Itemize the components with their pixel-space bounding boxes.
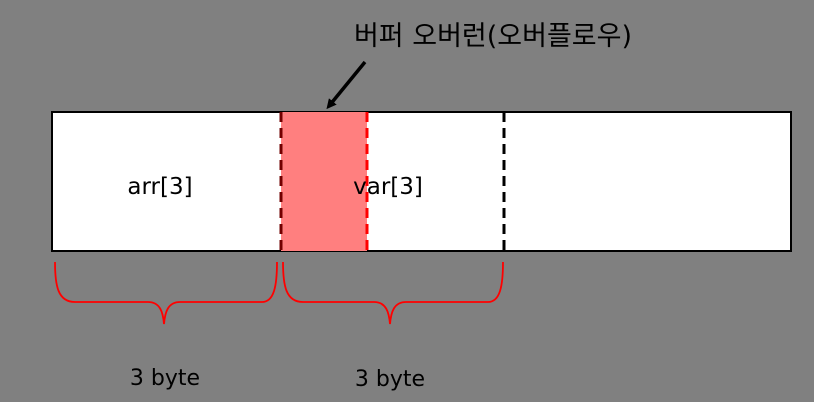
left-brace-label: 3 byte — [130, 366, 200, 391]
right-brace-label: 3 byte — [355, 367, 425, 392]
var-label: var[3] — [353, 174, 423, 200]
right-brace — [282, 261, 504, 325]
diagram-title: 버퍼 오버런(오버플로우) — [354, 21, 632, 52]
memory-bar — [51, 111, 792, 252]
overflow-region — [281, 112, 367, 251]
arrow-pointer — [326, 60, 367, 110]
left-brace — [54, 261, 278, 325]
arr-label: arr[3] — [127, 174, 192, 200]
